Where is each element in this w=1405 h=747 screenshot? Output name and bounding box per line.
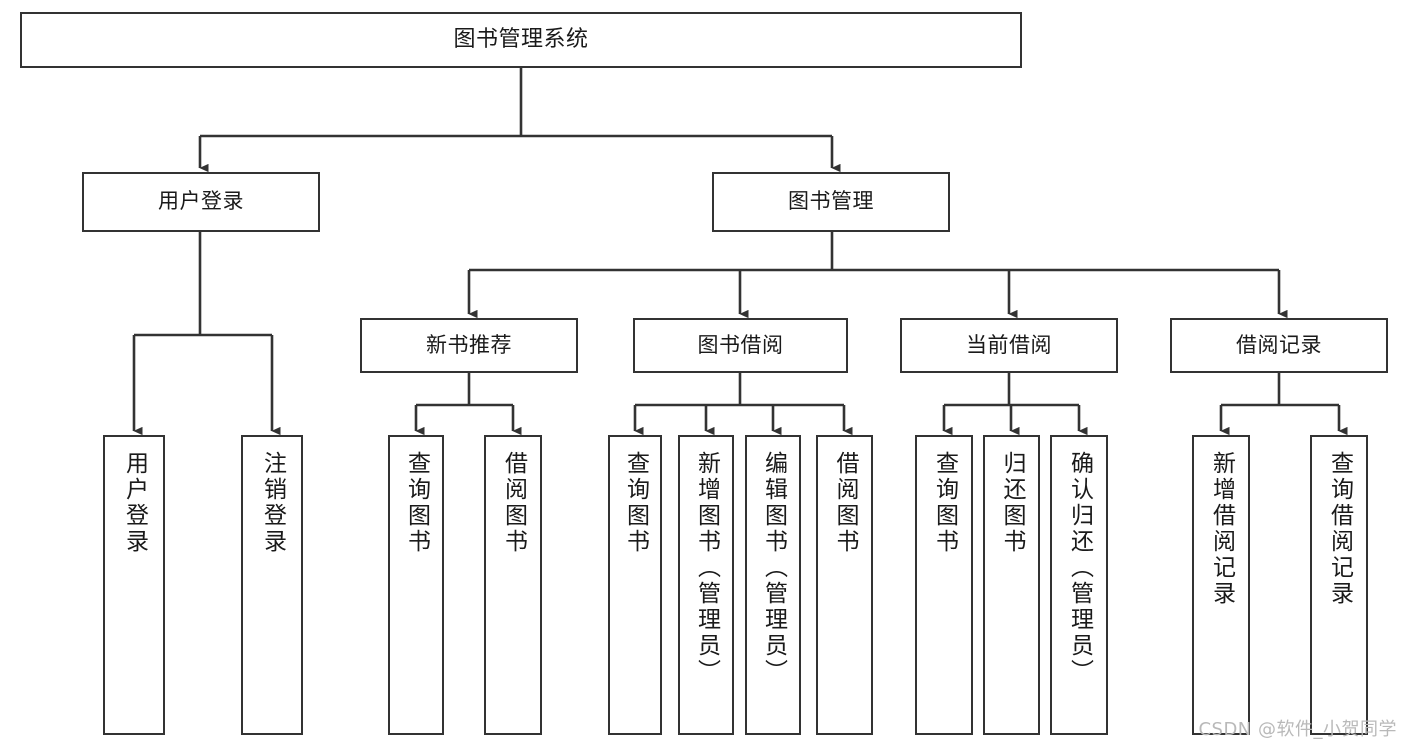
node-root-label: 图书管理系统 xyxy=(453,26,589,52)
node-borrow-record[interactable]: 借阅记录 xyxy=(1170,318,1388,373)
node-book-management-label: 图书管理 xyxy=(788,189,874,214)
node-leaf-add-borrow-record[interactable]: 新增借阅记录 xyxy=(1192,435,1250,735)
node-leaf-return-book[interactable]: 归还图书 xyxy=(983,435,1040,735)
node-borrow-record-label: 借阅记录 xyxy=(1236,332,1322,357)
node-leaf-confirm-return-admin[interactable]: 确认归还（管理员） xyxy=(1050,435,1108,735)
node-leaf-borrow-book-label: 借阅图书 xyxy=(832,451,858,555)
node-leaf-edit-book-admin[interactable]: 编辑图书（管理员） xyxy=(745,435,801,735)
node-leaf-query-borrow-record-label: 查询借阅记录 xyxy=(1326,451,1353,607)
node-root[interactable]: 图书管理系统 xyxy=(20,12,1022,68)
node-user-login-label: 用户登录 xyxy=(158,189,244,214)
node-leaf-confirm-return-admin-label: 确认归还（管理员） xyxy=(1066,451,1093,685)
node-leaf-logout-login[interactable]: 注销登录 xyxy=(241,435,303,735)
node-leaf-add-book-admin[interactable]: 新增图书（管理员） xyxy=(678,435,734,735)
node-leaf-query-book-current[interactable]: 查询图书 xyxy=(915,435,973,735)
node-leaf-add-borrow-record-label: 新增借阅记录 xyxy=(1208,451,1235,607)
node-leaf-borrow-book-recommend-label: 借阅图书 xyxy=(500,451,527,555)
node-leaf-user-login[interactable]: 用户登录 xyxy=(103,435,165,735)
node-book-borrow-label: 图书借阅 xyxy=(697,332,784,357)
node-user-login[interactable]: 用户登录 xyxy=(82,172,320,232)
node-leaf-query-book-recommend-label: 查询图书 xyxy=(403,451,430,555)
node-new-book-recommend-label: 新书推荐 xyxy=(426,332,512,357)
node-leaf-query-book-current-label: 查询图书 xyxy=(931,451,958,555)
node-leaf-query-book-borrow[interactable]: 查询图书 xyxy=(608,435,662,735)
node-leaf-return-book-label: 归还图书 xyxy=(999,451,1025,555)
node-leaf-edit-book-admin-label: 编辑图书（管理员） xyxy=(760,451,787,685)
node-leaf-query-book-recommend[interactable]: 查询图书 xyxy=(388,435,444,735)
node-leaf-user-login-label: 用户登录 xyxy=(121,451,148,555)
node-leaf-borrow-book[interactable]: 借阅图书 xyxy=(816,435,873,735)
node-new-book-recommend[interactable]: 新书推荐 xyxy=(360,318,578,373)
node-current-borrow-label: 当前借阅 xyxy=(966,332,1052,357)
node-leaf-logout-login-label: 注销登录 xyxy=(259,451,286,555)
node-book-borrow[interactable]: 图书借阅 xyxy=(633,318,848,373)
node-leaf-add-book-admin-label: 新增图书（管理员） xyxy=(693,451,720,685)
node-book-management[interactable]: 图书管理 xyxy=(712,172,950,232)
node-leaf-borrow-book-recommend[interactable]: 借阅图书 xyxy=(484,435,542,735)
node-current-borrow[interactable]: 当前借阅 xyxy=(900,318,1118,373)
node-leaf-query-borrow-record[interactable]: 查询借阅记录 xyxy=(1310,435,1368,735)
node-leaf-query-book-borrow-label: 查询图书 xyxy=(622,451,649,555)
